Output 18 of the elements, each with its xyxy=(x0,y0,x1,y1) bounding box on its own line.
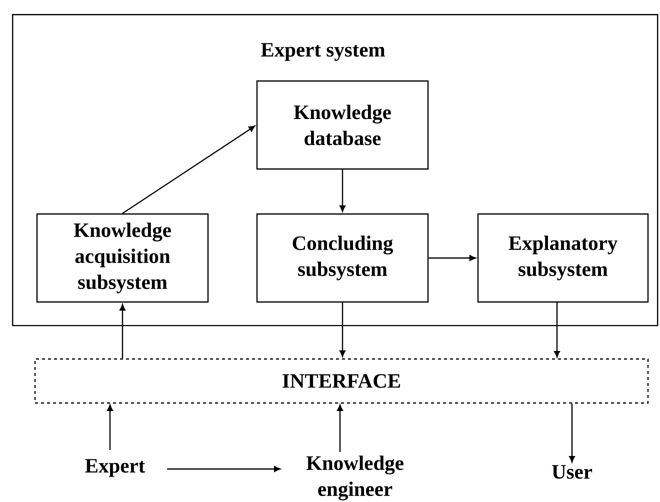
arrow xyxy=(167,466,280,472)
subsystem-box: Concluding subsystem xyxy=(256,213,429,303)
interface-band: INTERFACE xyxy=(34,358,649,404)
subsystem-box: Explanatory subsystem xyxy=(477,213,649,303)
actor-label: Knowledge engineer xyxy=(306,456,404,500)
arrow xyxy=(122,126,256,214)
arrow xyxy=(107,404,113,450)
subsystem-box: Knowledge database xyxy=(256,80,429,170)
subsystem-box: Knowledge acquisition subsystem xyxy=(36,213,209,303)
actor-label: User xyxy=(552,465,592,479)
arrow xyxy=(569,404,575,462)
arrow xyxy=(554,302,560,358)
arrow xyxy=(337,404,343,452)
arrow xyxy=(340,302,346,357)
arrow xyxy=(428,255,476,261)
arrow xyxy=(340,170,346,212)
actor-label: Expert xyxy=(85,459,146,477)
arrow xyxy=(120,304,126,358)
